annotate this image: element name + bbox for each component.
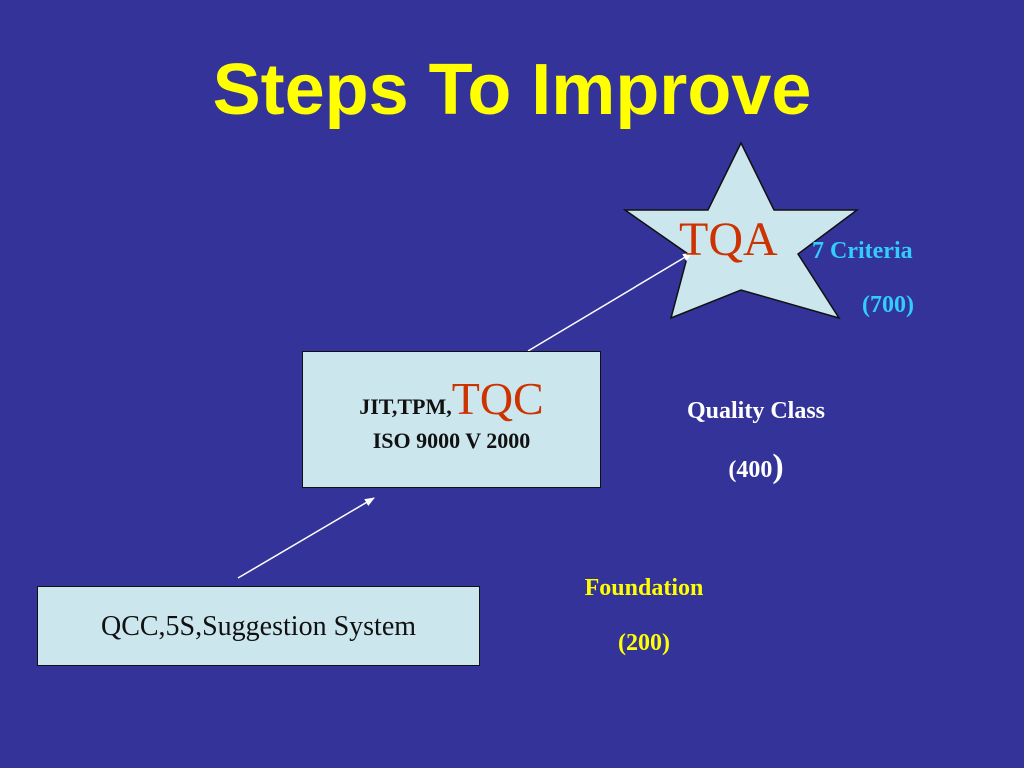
foundation-label: Foundation bbox=[584, 575, 704, 601]
arrow-middle-to-top bbox=[527, 252, 693, 352]
quality-score-close: ) bbox=[772, 448, 784, 485]
tqa-star-shape bbox=[622, 141, 860, 320]
tqa-label: TQA bbox=[679, 213, 778, 266]
quality-score-open: (400 bbox=[728, 457, 773, 483]
tqa-score: (700) bbox=[862, 292, 914, 318]
arrow-base-to-middle bbox=[237, 497, 375, 579]
middle-tier-prefix: JIT,TPM, bbox=[359, 394, 452, 419]
foundation-score: (200) bbox=[618, 630, 670, 656]
slide-title: Steps To Improve bbox=[212, 50, 812, 130]
middle-tier-highlight: TQC bbox=[451, 373, 544, 424]
middle-tier-subtitle: ISO 9000 V 2000 bbox=[372, 428, 531, 453]
quality-class-score: (400) bbox=[656, 450, 856, 487]
base-tier-box: QCC,5S,Suggestion System bbox=[37, 586, 480, 666]
tqa-criteria: 7 Criteria bbox=[812, 238, 913, 264]
middle-tier-box: JIT,TPM,TQC ISO 9000 V 2000 bbox=[302, 351, 601, 488]
middle-tier-heading: JIT,TPM,TQC bbox=[303, 374, 600, 424]
quality-class-label: Quality Class bbox=[686, 398, 826, 424]
